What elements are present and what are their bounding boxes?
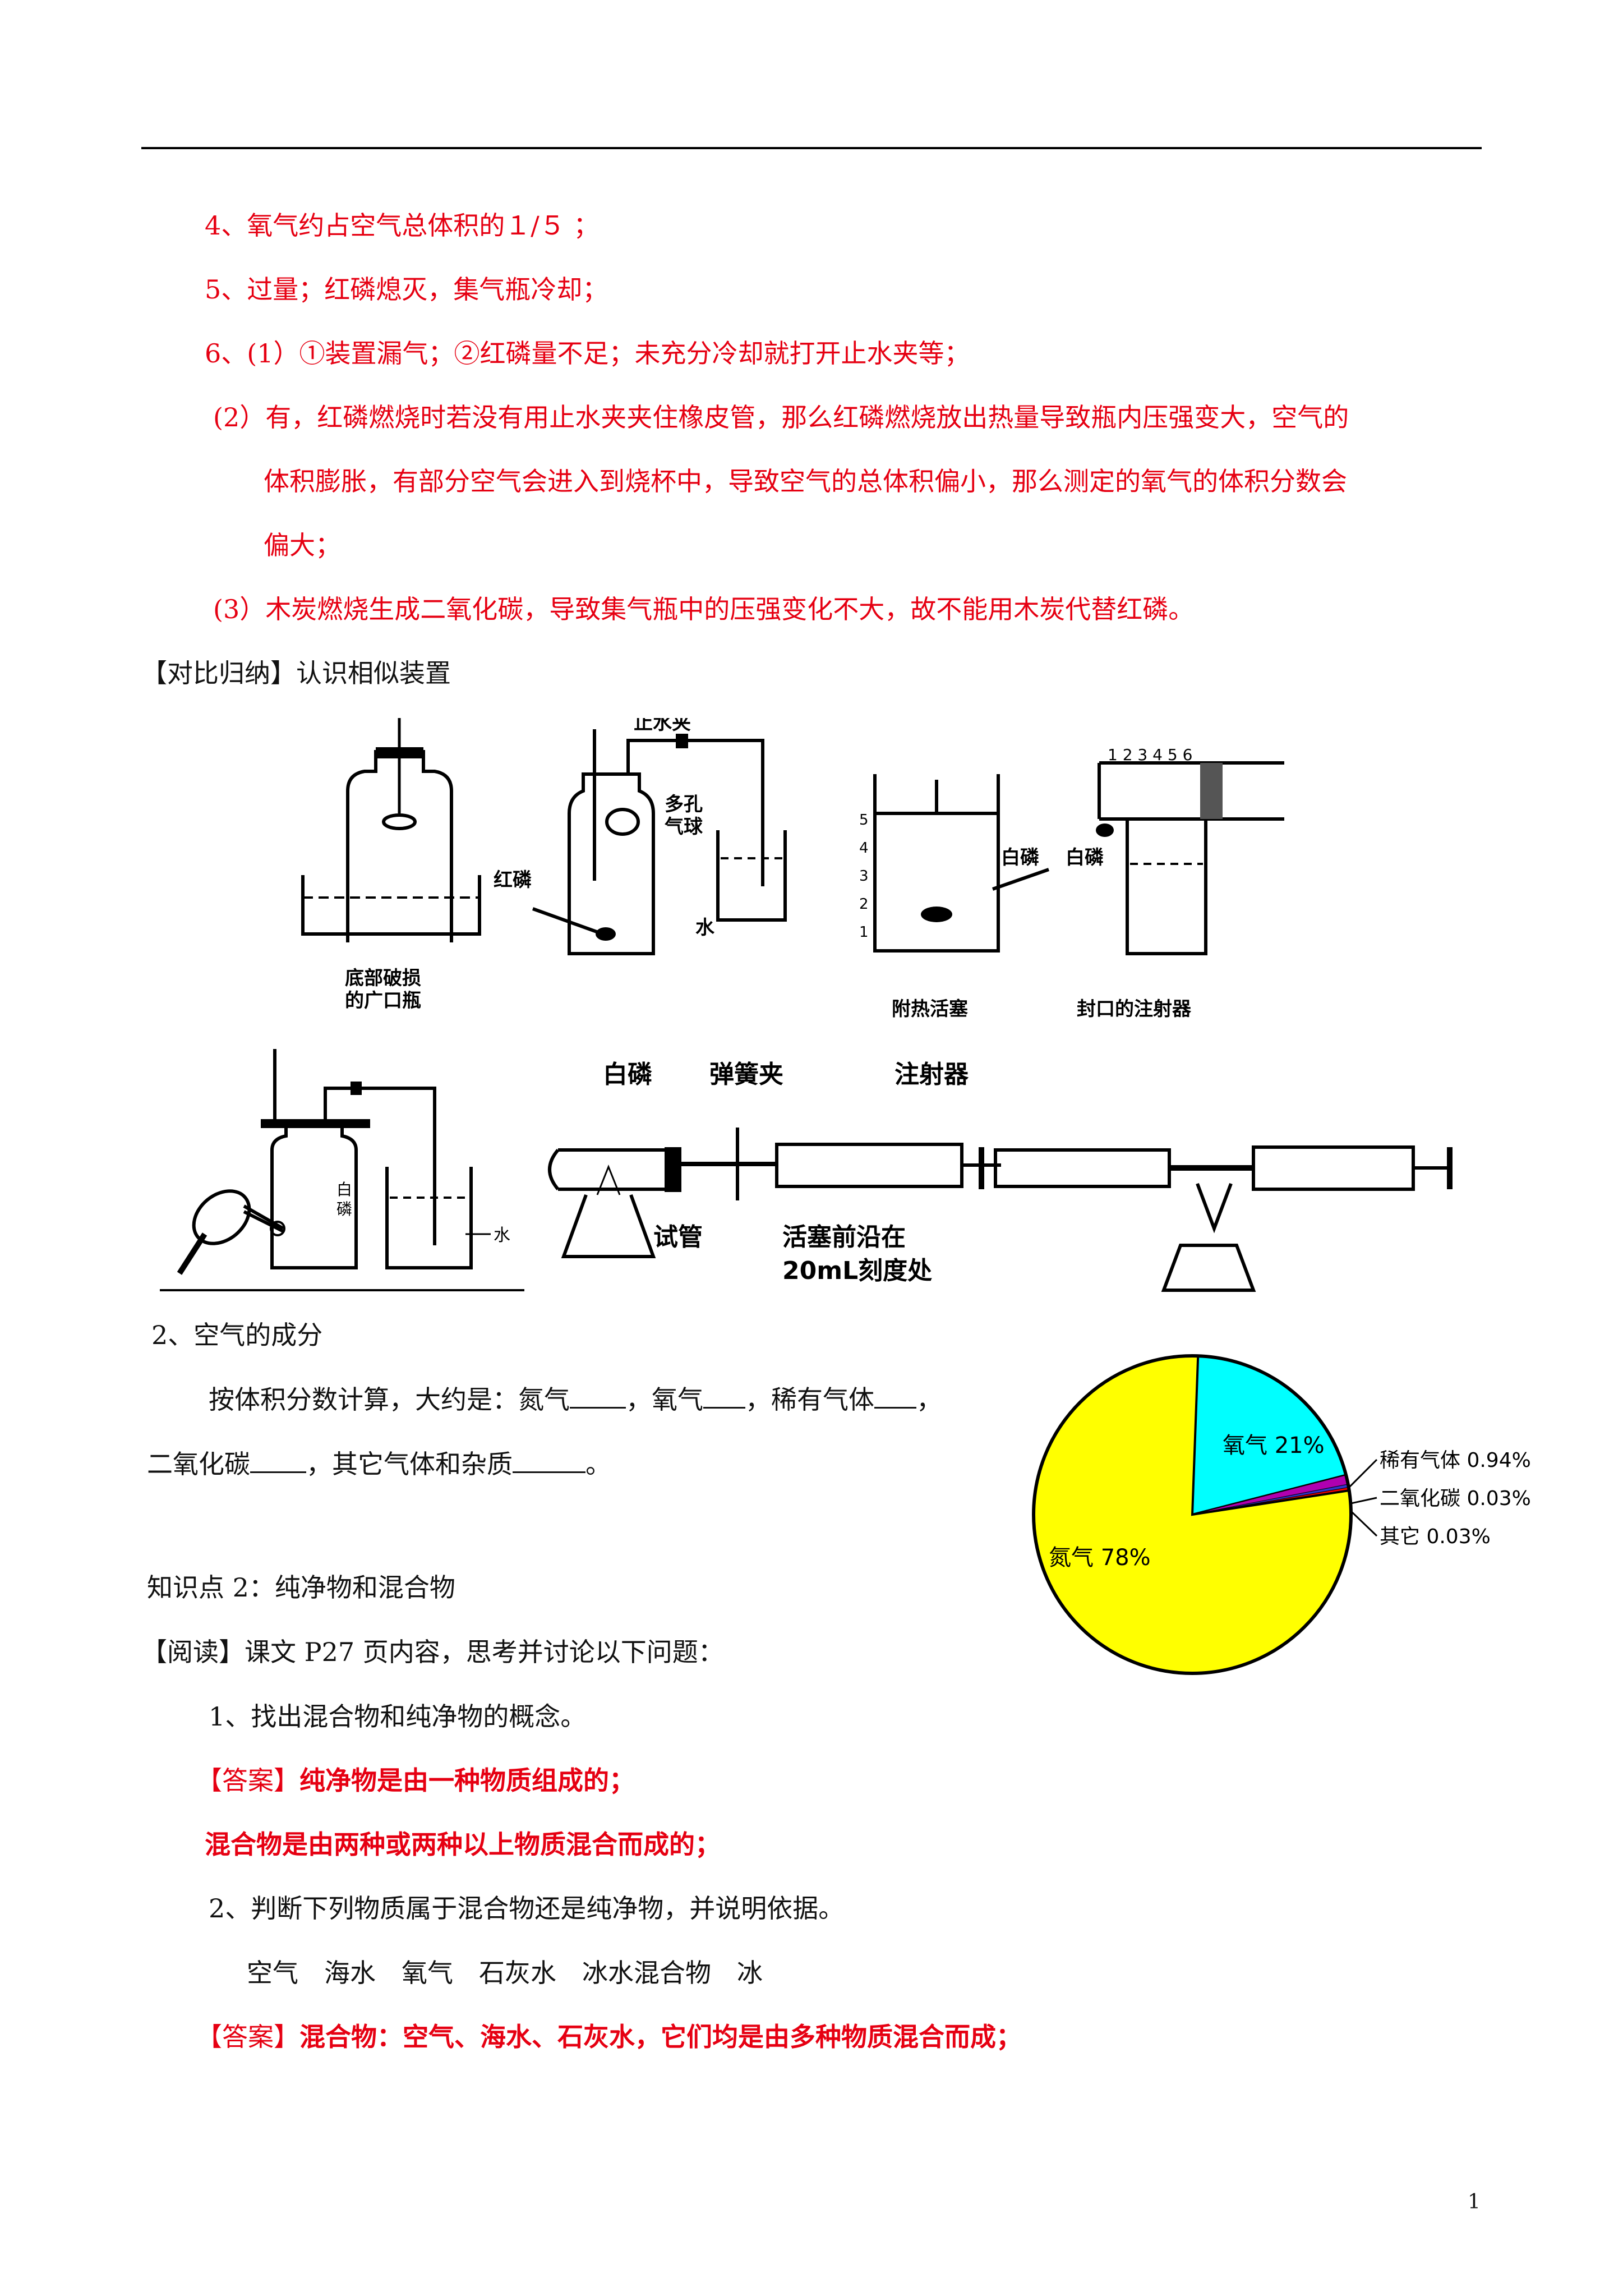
apparatus-row-2: 白 磷 水 白磷 弹簧夹 注射器 试管 活塞前沿在 20mL刻度处 <box>160 1049 1453 1292</box>
fig1-caption-line1: 底部破损 <box>345 967 421 990</box>
kp2-question-1: 1、找出混合物和纯净物的概念。 <box>209 1701 587 1732</box>
fig2-water-label: 水 <box>695 917 715 939</box>
kp2-read: 【阅读】课文 P27 页内容，思考并讨论以下问题： <box>141 1637 724 1667</box>
pie-label-noble-gas: 稀有气体 0.94% <box>1380 1449 1531 1472</box>
header-rule <box>141 147 1482 149</box>
fig6-white-phosphorus-label: 白磷 <box>603 1060 652 1089</box>
fig3-white-phosphorus-label: 白磷 <box>1001 846 1039 869</box>
fig6-mark-line1: 活塞前沿在 <box>782 1223 906 1251</box>
fig3-scale-1: 1 <box>859 924 869 941</box>
compare-title: 【对比归纳】认识相似装置 <box>141 658 451 688</box>
fig4-caption: 封口的注射器 <box>1077 998 1192 1020</box>
fig6-syringe-label: 注射器 <box>895 1060 969 1089</box>
fig3-caption: 附热活塞 <box>892 998 968 1020</box>
answer-4: 4、氧气约占空气总体积的１/５ ； <box>205 210 600 241</box>
fig6-mark-line2: 20mL刻度处 <box>782 1257 932 1285</box>
fig4-white-phosphorus-label: 白磷 <box>1066 846 1104 869</box>
answer-6-2-line1: (2）有，红磷燃烧时若没有用止水夹夹住橡皮管，那么红磷燃烧放出热量导致瓶内压强变… <box>213 402 1349 432</box>
fig3-scale-2: 2 <box>859 896 869 913</box>
apparatus-row-1: 底部破损 的广口瓶 止水夹 多孔 气球 红磷 水 5 4 3 2 1 白磷 附热… <box>301 718 1284 1020</box>
answer-6-2-line3: 偏大； <box>264 530 341 560</box>
blank-oxygen[interactable] <box>703 1384 745 1409</box>
fig5-white-label-line2: 磷 <box>336 1200 352 1218</box>
answer-6-1: 6、(1）①装置漏气；②红磷量不足；未充分冷却就打开止水夹等； <box>205 338 970 369</box>
fig3-scale-3: 3 <box>859 868 869 885</box>
answer-5: 5、过量；红磷熄灭，集气瓶冷却； <box>205 274 608 305</box>
fig3-scale-4: 4 <box>859 840 869 857</box>
blank-noble-gas[interactable] <box>874 1384 916 1409</box>
pie-label-oxygen: 氧气 21% <box>1223 1433 1325 1458</box>
pie-label-other: 其它 0.03% <box>1380 1525 1491 1548</box>
blank-other[interactable] <box>513 1449 585 1473</box>
kp2-items: 空气 海水 氧气 石灰水 冰水混合物 冰 <box>247 1958 763 1988</box>
kp2-answer-1-line2: 混合物是由两种或两种以上物质混合而成的； <box>205 1829 721 1860</box>
kp2-heading: 知识点 2：纯净物和混合物 <box>147 1572 455 1603</box>
kp2-answer-1-line1: 【答案】纯净物是由一种物质组成的； <box>196 1765 635 1796</box>
fig1-caption-line2: 的广口瓶 <box>345 990 421 1012</box>
air-composition-pie-chart: 氧气 21% 氮气 78% 稀有气体 0.94% 二氧化碳 0.03% 其它 0… <box>1032 1354 1531 1675</box>
fig4-scale: 1 2 3 4 5 6 <box>1108 746 1192 764</box>
kp2-answer-2: 【答案】混合物：空气、海水、石灰水，它们均是由多种物质混合而成； <box>196 2022 1022 2052</box>
fig6-test-tube-label: 试管 <box>653 1223 703 1251</box>
fig5-white-label-line1: 白 <box>336 1180 352 1199</box>
air-question-line2: 二氧化碳，其它气体和杂质。 <box>147 1449 611 1479</box>
fig5-water-label: 水 <box>494 1226 510 1245</box>
blank-nitrogen[interactable] <box>570 1384 626 1409</box>
fig6-spring-clip-label: 弹簧夹 <box>709 1060 783 1089</box>
fig3-scale-5: 5 <box>859 812 869 829</box>
blank-co2[interactable] <box>250 1449 306 1473</box>
pie-label-co2: 二氧化碳 0.03% <box>1380 1487 1531 1510</box>
air-question-line1: 按体积分数计算，大约是：氮气，氧气，稀有气体， <box>209 1384 942 1415</box>
answer-6-2-line2: 体积膨胀，有部分空气会进入到烧杯中，导致空气的总体积偏小，那么测定的氧气的体积分… <box>264 466 1347 496</box>
fig2-clamp-label: 止水夹 <box>634 718 691 734</box>
fig2-balloon-line1: 多孔 <box>665 793 703 816</box>
fig2-red-phosphorus-label: 红磷 <box>494 869 532 891</box>
answer-6-3: (3）木炭燃烧生成二氧化碳，导致集气瓶中的压强变化不大，故不能用木炭代替红磷。 <box>213 594 1195 624</box>
fig2-balloon-line2: 气球 <box>664 816 703 838</box>
kp2-question-2: 2、判断下列物质属于混合物还是纯净物，并说明依据。 <box>209 1893 845 1924</box>
air-heading: 2、空气的成分 <box>151 1320 323 1350</box>
pie-label-nitrogen: 氮气 78% <box>1049 1545 1151 1571</box>
page-number: 1 <box>1468 2191 1481 2214</box>
